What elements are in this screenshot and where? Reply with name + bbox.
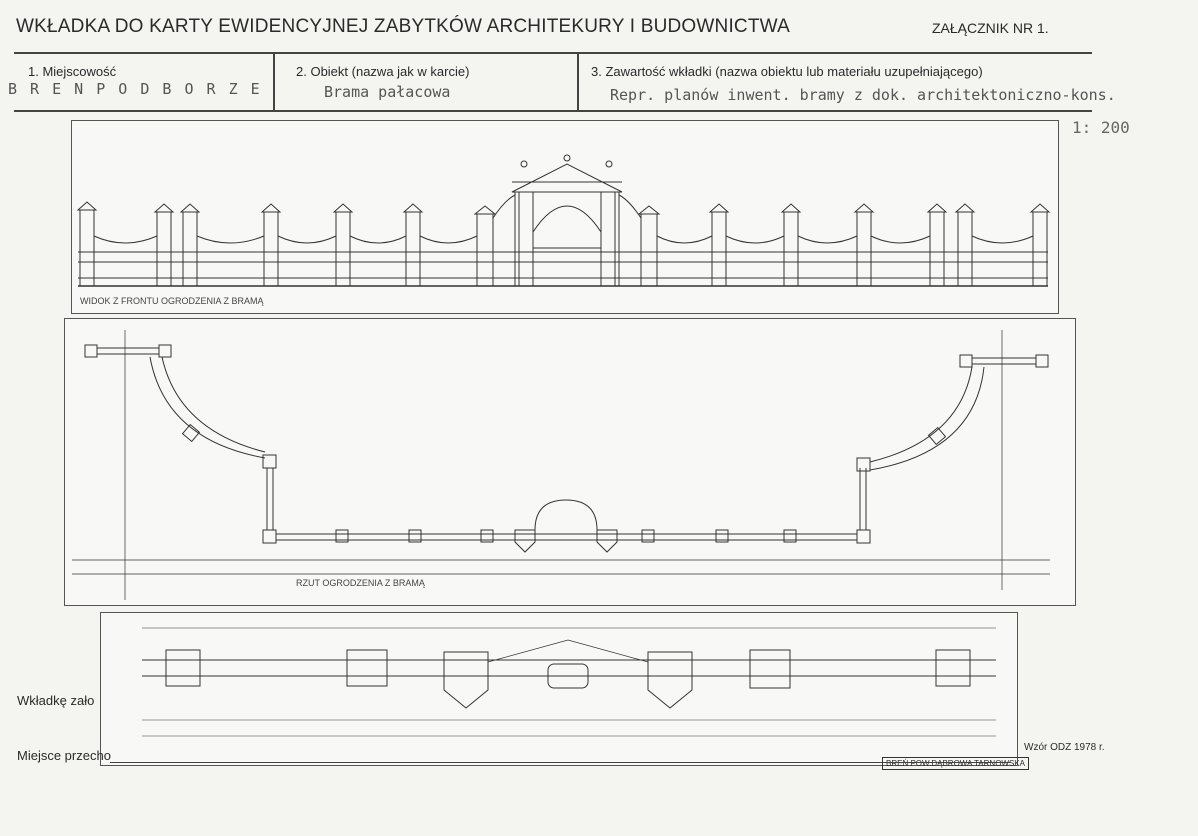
storage-place-label: Miejsce przecho — [17, 748, 111, 763]
plan-drawing-frame — [64, 318, 1076, 606]
header-rule — [14, 52, 1092, 54]
plan-caption: RZUT OGRODZENIA Z BRAMĄ — [296, 578, 425, 588]
fields-bottom-rule — [14, 110, 1092, 112]
field-divider-1 — [273, 53, 275, 111]
field-object-label: 2. Obiekt (nazwa jak w karcie) — [296, 64, 470, 79]
document-title: WKŁADKA DO KARTY EWIDENCYJNEJ ZABYTKÓW A… — [16, 16, 790, 37]
footer-rule — [110, 762, 1010, 763]
attachment-number: ZAŁĄCZNIK NR 1. — [932, 20, 1049, 36]
inserted-by-label: Wkładkę zało — [17, 693, 95, 708]
edition-note: Wzór ODZ 1978 r. — [1024, 742, 1105, 753]
field-locality-value: B R E N P O D B O R Z E — [8, 80, 262, 98]
field-locality-label: 1. Miejscowość — [28, 64, 117, 79]
field-divider-2 — [577, 53, 579, 111]
elevation-caption: WIDOK Z FRONTU OGRODZENIA Z BRAMĄ — [80, 296, 264, 306]
field-content-value: Repr. planów inwent. bramy z dok. archit… — [610, 86, 1116, 104]
elevation-drawing-frame — [71, 120, 1059, 314]
detail-drawing-frame — [100, 612, 1018, 766]
drawing-scale: 1: 200 — [1072, 118, 1130, 137]
location-stamp: BREŃ POW.DĄBROWA TARNOWSKA — [882, 757, 1029, 770]
field-content-label: 3. Zawartość wkładki (nazwa obiektu lub … — [591, 64, 983, 79]
field-object-value: Brama pałacowa — [324, 83, 451, 101]
